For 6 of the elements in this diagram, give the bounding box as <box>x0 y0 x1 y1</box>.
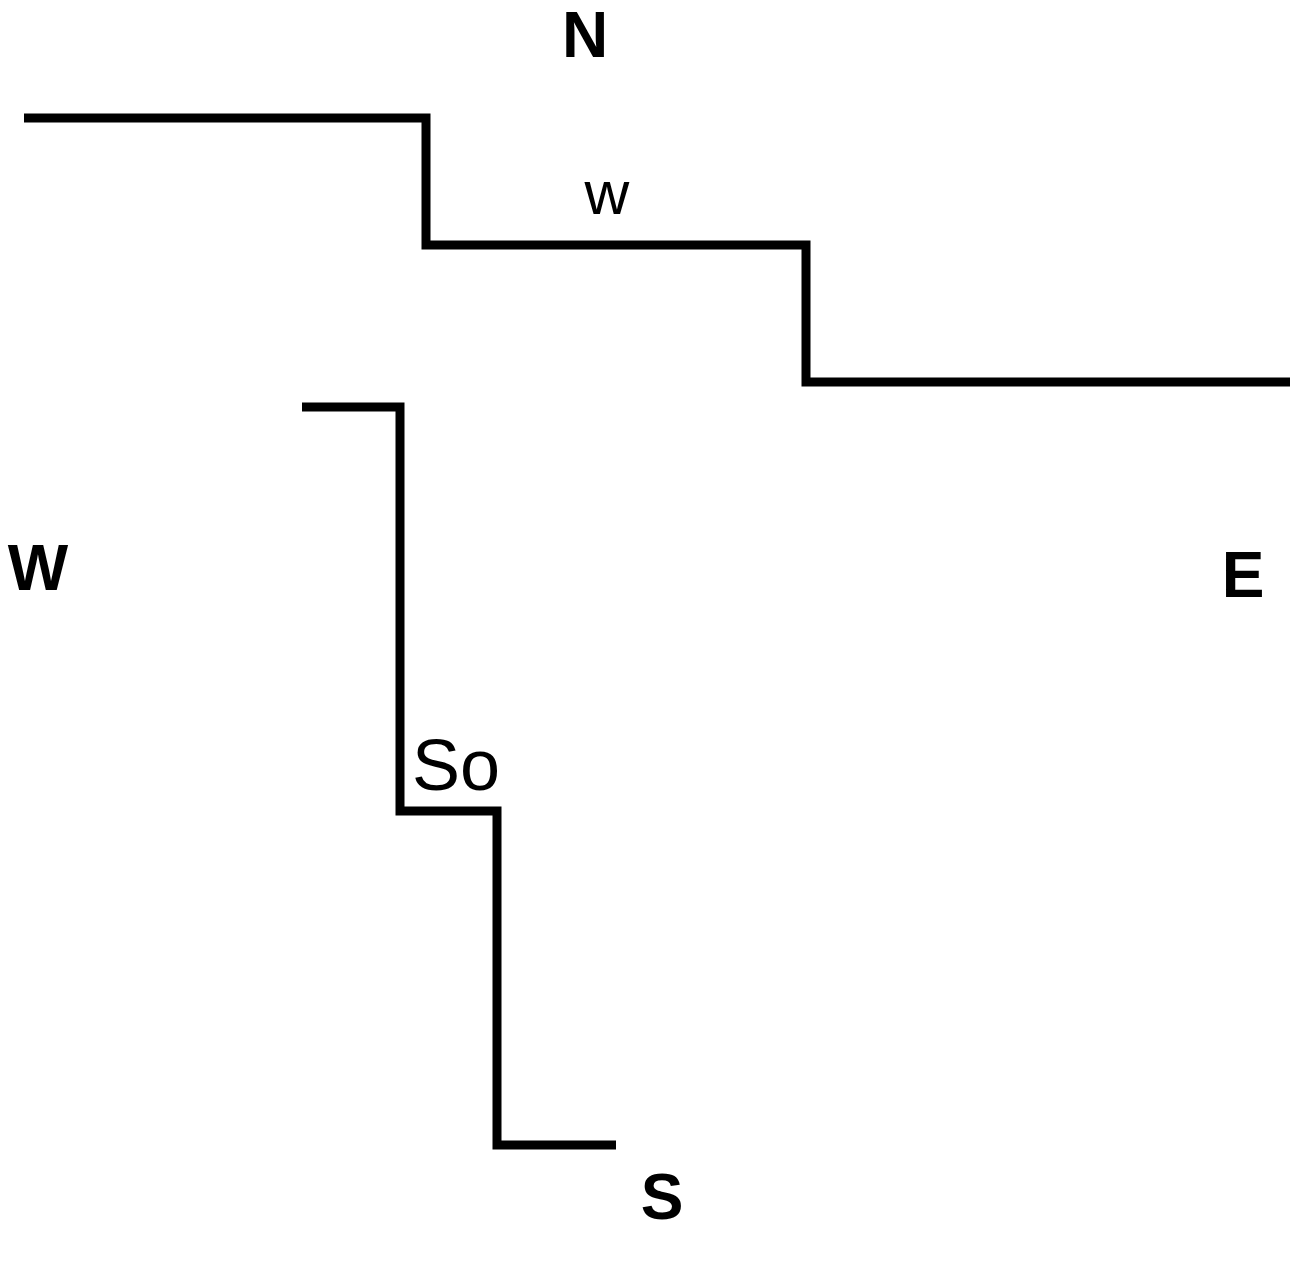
direction-label: E <box>1221 543 1265 607</box>
direction-label: W <box>7 536 69 600</box>
direction-label: N <box>561 3 609 67</box>
direction-label: w <box>584 162 630 224</box>
direction-label: S <box>640 1165 684 1229</box>
direction-label: So <box>411 729 501 801</box>
